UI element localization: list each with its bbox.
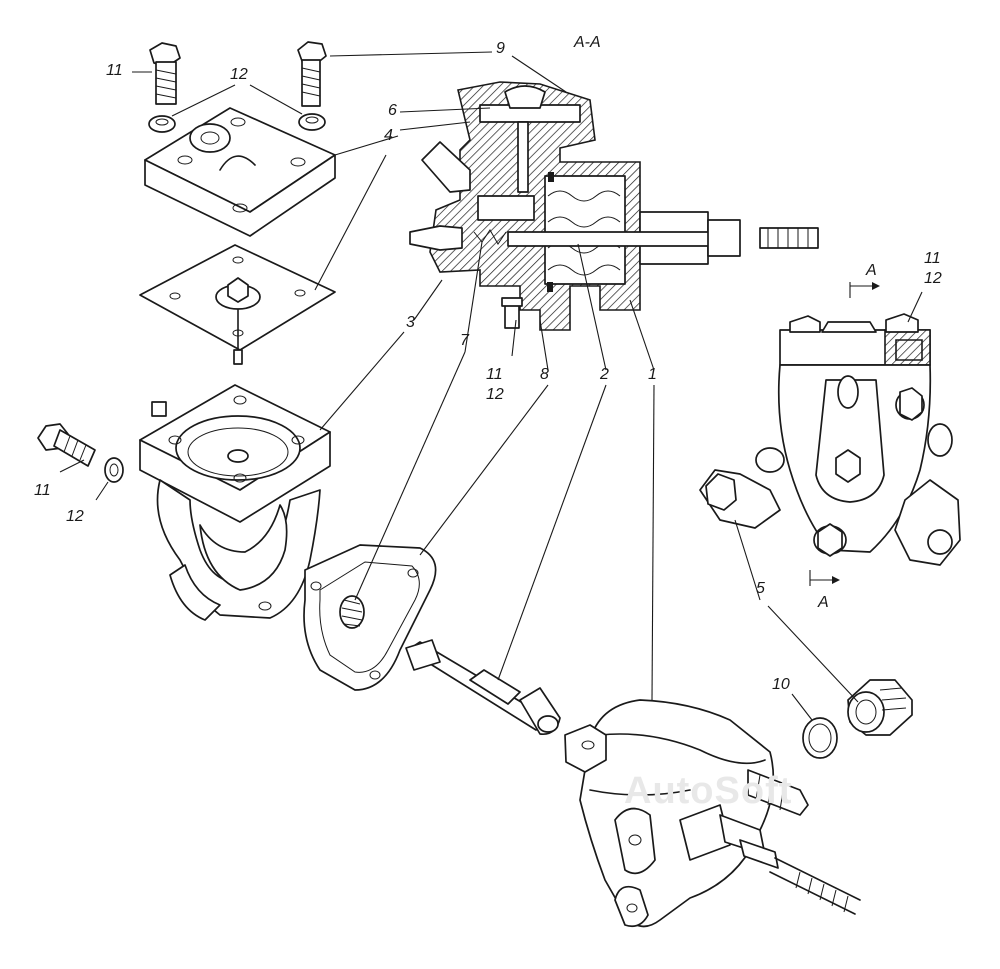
label-9: 9: [496, 40, 505, 57]
label-12-top: 12: [230, 66, 248, 83]
label-12-mid: 12: [486, 386, 504, 403]
side-view-a: [699, 313, 961, 566]
watermark: AutoSoft: [624, 770, 793, 812]
label-12-left: 12: [66, 508, 84, 525]
label-7: 7: [460, 332, 469, 349]
label-2: 2: [600, 366, 609, 383]
section-view-a-a: [409, 81, 819, 331]
diaphragm-4: [139, 244, 336, 365]
section-title-a-a: A-A: [574, 34, 601, 51]
fitting-5: [847, 679, 913, 736]
label-11-mid: 11: [486, 366, 503, 383]
label-11-left: 11: [34, 482, 51, 499]
leader-lines: [59, 51, 923, 721]
bolt-11-top-center: [297, 41, 327, 107]
body-1-bottom: [564, 699, 861, 928]
washer-10: [802, 717, 838, 759]
label-12-right: 12: [924, 270, 942, 287]
label-3: 3: [406, 314, 415, 331]
housing-3: [139, 384, 331, 621]
label-11-right: 11: [924, 250, 941, 267]
washers-12-top: [148, 113, 326, 133]
label-6: 6: [388, 102, 397, 119]
bolt-11-left: [37, 423, 96, 467]
washer-12-left: [104, 457, 124, 483]
gasket-8: [303, 544, 437, 691]
label-11-top-left: 11: [106, 62, 123, 79]
section-mark-top: A: [866, 262, 877, 279]
shaft-2: [405, 639, 561, 736]
label-5: 5: [756, 580, 765, 597]
label-4: 4: [384, 127, 393, 144]
bolt-11-top-left: [149, 42, 181, 105]
label-8: 8: [540, 366, 549, 383]
label-10: 10: [772, 676, 790, 693]
spring-7-small: [339, 595, 365, 629]
section-arrow-top: [849, 282, 880, 298]
section-mark-bottom: A: [818, 594, 829, 611]
section-arrow-bottom: [809, 570, 840, 586]
label-1: 1: [648, 366, 657, 383]
cover-plate-6: [144, 107, 336, 237]
